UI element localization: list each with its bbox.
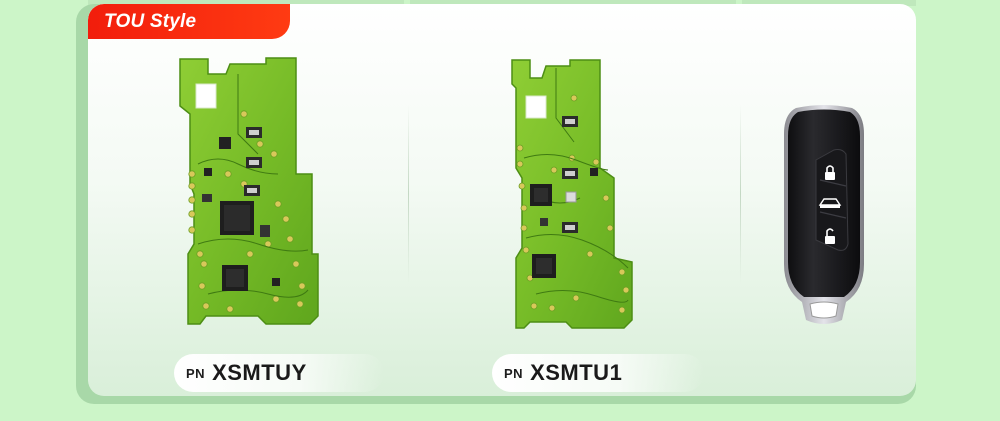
top-strip-right — [742, 0, 916, 6]
part-number-prefix: PN — [504, 365, 524, 381]
pcb-board-xsmtuy — [179, 57, 319, 325]
section-tag: TOU Style — [88, 4, 290, 39]
remote-key-fob — [784, 105, 864, 324]
trunk-icon — [818, 198, 842, 208]
part-number-prefix: PN — [186, 365, 206, 381]
top-strip-left — [88, 0, 404, 6]
divider-right — [740, 104, 741, 284]
product-card: TOU Style — [88, 4, 916, 396]
section-tag-label: TOU Style — [104, 11, 197, 32]
unlock-icon — [825, 228, 835, 244]
part-number-code: XSMTUY — [212, 360, 307, 385]
top-strip-middle — [410, 0, 736, 6]
pcb-board-xsmtu1 — [511, 59, 633, 329]
part-number-label-2: PN XSMTU1 — [492, 354, 704, 392]
divider-left — [408, 104, 409, 284]
part-number-code: XSMTU1 — [530, 360, 623, 385]
lock-icon — [825, 165, 835, 180]
part-number-label-1: PN XSMTUY — [174, 354, 384, 392]
